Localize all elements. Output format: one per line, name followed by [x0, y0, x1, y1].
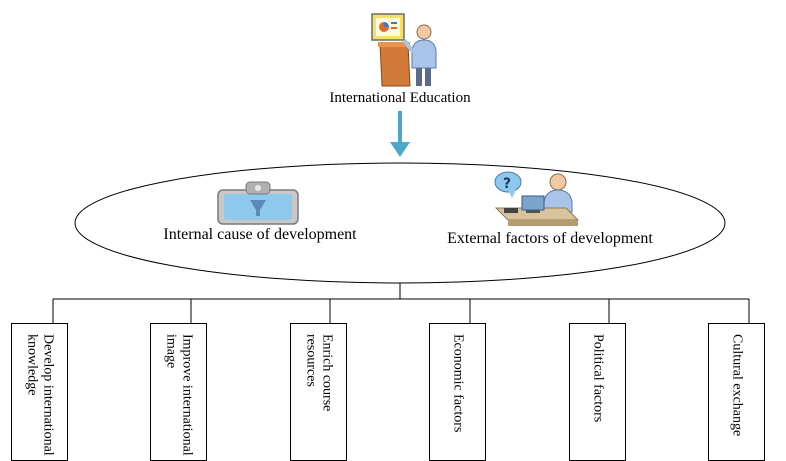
factor-label: Improve international image [163, 334, 195, 456]
svg-text:?: ? [503, 176, 511, 192]
internal-cause-label: Internal cause of development [163, 226, 357, 243]
factor-box-economic: Economic factors [429, 323, 486, 461]
help-desk-icon: ? [494, 171, 580, 226]
factor-label: Develop international knowledge [24, 334, 56, 456]
factor-label: Enrich course resources [303, 334, 335, 412]
factor-box-develop-knowledge: Develop international knowledge [11, 323, 68, 461]
projector-icon [217, 181, 299, 225]
development-oval [74, 162, 726, 284]
factor-box-political: Political factors [569, 323, 626, 461]
external-factors-label: External factors of development [447, 230, 653, 247]
presenter-icon [371, 13, 437, 87]
factor-box-improve-image: Improve international image [150, 323, 207, 461]
factor-label: Political factors [590, 334, 606, 423]
factor-label: Cultural exchange [729, 334, 745, 437]
down-arrow-head [390, 142, 410, 157]
factor-label: Economic factors [450, 334, 466, 433]
factor-box-cultural: Cultural exchange [708, 323, 765, 461]
diagram-title: International Education [329, 90, 471, 106]
factor-box-enrich-resources: Enrich course resources [290, 323, 347, 461]
